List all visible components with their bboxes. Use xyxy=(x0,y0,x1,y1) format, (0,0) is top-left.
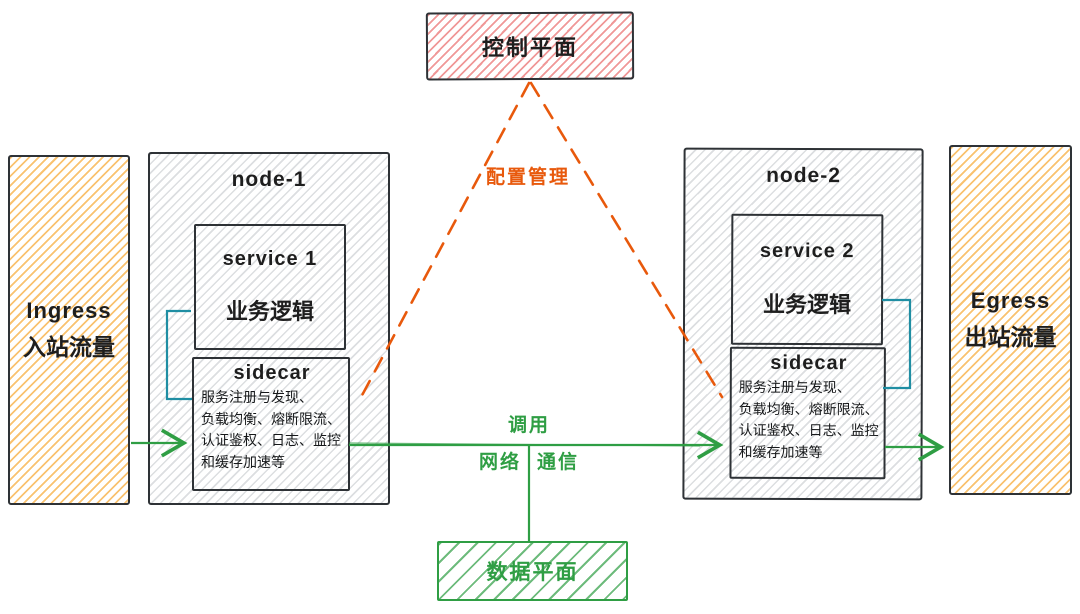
network-label: 网络 xyxy=(478,452,521,473)
data-plane-box: 数据平面 xyxy=(437,541,628,601)
sidecar-2-label: sidecar xyxy=(770,351,848,375)
data-plane-label: 数据平面 xyxy=(486,561,579,584)
node-2-service-box: service 2 业务逻辑 xyxy=(730,213,884,346)
ingress-subtitle: 入站流量 xyxy=(23,334,115,360)
service-2-label: service 2 xyxy=(759,239,855,263)
node-2-box: node-2 service 2 业务逻辑 sidecar 服务注册与发现、 负… xyxy=(682,147,924,501)
service-2-desc: 业务逻辑 xyxy=(763,291,852,318)
node-1-label: node-1 xyxy=(231,168,307,191)
egress-title: Egress xyxy=(970,288,1051,313)
node-2-sidecar-box: sidecar 服务注册与发现、 负载均衡、熔断限流、 认证鉴权、日志、监控 和… xyxy=(729,346,886,480)
communication-label: 通信 xyxy=(537,452,580,473)
sidecar-1-desc: 服务注册与发现、 负载均衡、熔断限流、 认证鉴权、日志、监控 和缓存加速等 xyxy=(201,389,341,471)
egress-subtitle: 出站流量 xyxy=(964,324,1057,350)
ingress-title: Ingress xyxy=(26,298,112,323)
sidecar1-to-sidecar2-arrow-sketch xyxy=(348,442,701,447)
config-management-label: 配置管理 xyxy=(485,167,570,188)
node-1-service-box: service 1 业务逻辑 xyxy=(194,224,346,350)
control-plane-label: 控制平面 xyxy=(481,34,579,61)
node-2-label: node-2 xyxy=(766,163,841,188)
network-communication-labels: 网络 通信 xyxy=(429,447,629,474)
sidecar-2-desc: 服务注册与发现、 负载均衡、熔断限流、 认证鉴权、日志、监控 和缓存加速等 xyxy=(738,378,879,461)
node-1-sidecar-box: sidecar 服务注册与发现、 负载均衡、熔断限流、 认证鉴权、日志、监控 和… xyxy=(192,357,350,491)
service-1-label: service 1 xyxy=(222,248,318,271)
service-1-desc: 业务逻辑 xyxy=(225,298,314,324)
call-label: 调用 xyxy=(507,415,550,436)
sidecar-1-label: sidecar xyxy=(233,362,311,384)
egress-box: Egress 出站流量 xyxy=(949,145,1072,495)
node-1-box: node-1 service 1 业务逻辑 sidecar 服务注册与发现、 负… xyxy=(148,152,390,505)
control-plane-box: 控制平面 xyxy=(425,11,635,81)
ingress-box: Ingress 入站流量 xyxy=(8,155,130,505)
